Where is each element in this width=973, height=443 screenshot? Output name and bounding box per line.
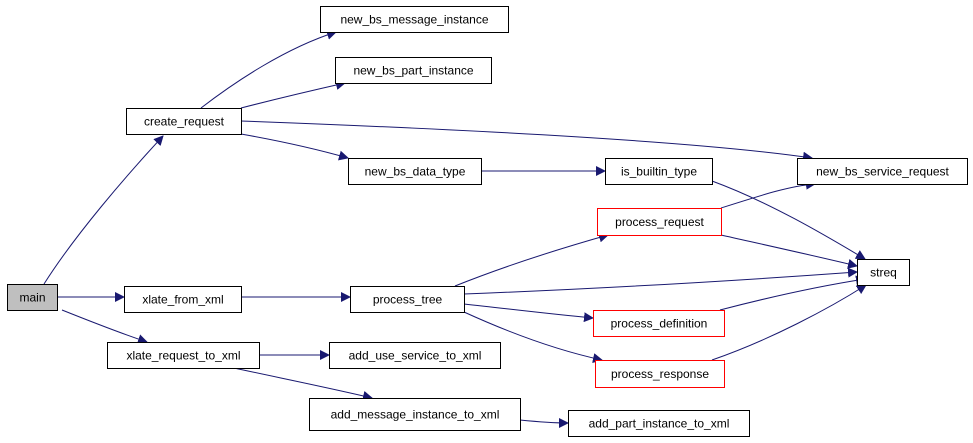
node-label: process_tree xyxy=(373,293,443,307)
node-streq[interactable]: streq xyxy=(857,259,910,286)
node-label: new_bs_service_request xyxy=(816,165,949,179)
edge-process-tree-to-process-definition xyxy=(463,303,594,323)
node-label: xlate_from_xml xyxy=(142,293,223,307)
node-box xyxy=(348,158,482,185)
node-box xyxy=(309,398,521,431)
edge-create-request-to-new-bs-service-request xyxy=(240,120,813,162)
node-process-tree[interactable]: process_tree xyxy=(350,286,465,313)
node-label: new_bs_data_type xyxy=(365,165,466,179)
node-add-message-instance-to-xml[interactable]: add_message_instance_to_xml xyxy=(309,398,521,431)
nodes-layer: main create_request xlate_from_xml xlate_re… xyxy=(7,6,968,437)
edge-process-request-to-new-bs-service-request xyxy=(720,179,816,209)
node-box xyxy=(797,158,968,185)
node-box xyxy=(107,342,260,369)
node-label: new_bs_part_instance xyxy=(353,64,473,78)
node-label: process_definition xyxy=(611,317,708,331)
node-box xyxy=(595,360,725,388)
node-xlate-from-xml[interactable]: xlate_from_xml xyxy=(124,286,242,313)
node-label: is_builtin_type xyxy=(621,165,697,179)
node-new-bs-data-type[interactable]: new_bs_data_type xyxy=(348,158,482,185)
node-box xyxy=(605,158,713,185)
edge-add-message-instance-to-xml-to-add-part-instance-to-xml xyxy=(519,417,569,428)
node-create-request[interactable]: create_request xyxy=(126,108,242,135)
node-label: streq xyxy=(870,266,897,280)
edge-process-tree-to-streq xyxy=(463,267,858,295)
node-process-response[interactable]: process_response xyxy=(595,360,725,388)
node-box xyxy=(126,108,242,135)
edge-is-builtin-type-to-streq xyxy=(711,180,866,260)
node-label: add_message_instance_to_xml xyxy=(331,408,500,422)
edge-process-request-to-streq xyxy=(720,234,858,269)
node-label: add_use_service_to_xml xyxy=(349,349,482,363)
node-label: process_request xyxy=(615,215,704,229)
edge-xlate-request-to-xml-to-add-message-instance-to-xml xyxy=(233,367,373,401)
edge-create-request-to-new-bs-part-instance xyxy=(240,80,346,109)
edge-main-to-xlate-request-to-xml xyxy=(61,309,148,344)
node-label: process_response xyxy=(611,367,709,381)
node-label: create_request xyxy=(144,115,225,129)
node-add-use-service-to-xml[interactable]: add_use_service_to_xml xyxy=(329,342,501,369)
edge-create-request-to-new-bs-message-instance xyxy=(200,29,337,109)
node-box xyxy=(335,57,492,84)
edge-process-definition-to-streq xyxy=(719,275,866,311)
node-box xyxy=(568,410,750,437)
node-box xyxy=(593,310,725,337)
edge-process-tree-to-process-response xyxy=(463,311,603,363)
edge-main-to-create-request xyxy=(43,135,164,285)
node-is-builtin-type[interactable]: is_builtin_type xyxy=(605,158,713,185)
node-box xyxy=(124,286,242,313)
edges-layer xyxy=(43,29,867,428)
node-label: xlate_request_to_xml xyxy=(126,349,240,363)
node-box xyxy=(857,259,910,286)
node-box xyxy=(329,342,501,369)
node-box xyxy=(597,208,722,236)
node-process-definition[interactable]: process_definition xyxy=(593,310,725,337)
edge-create-request-to-new-bs-data-type xyxy=(240,133,349,161)
edge-process-response-to-streq xyxy=(711,284,867,361)
node-box xyxy=(350,286,465,313)
node-label: add_part_instance_to_xml xyxy=(589,417,730,431)
node-box xyxy=(7,284,58,311)
node-box xyxy=(320,6,509,33)
node-new-bs-message-instance[interactable]: new_bs_message_instance xyxy=(320,6,509,33)
node-add-part-instance-to-xml[interactable]: add_part_instance_to_xml xyxy=(568,410,750,437)
node-label: main xyxy=(19,291,45,305)
node-process-request[interactable]: process_request xyxy=(597,208,722,236)
node-new-bs-service-request[interactable]: new_bs_service_request xyxy=(797,158,968,185)
edge-process-tree-to-process-request xyxy=(454,232,609,287)
node-main[interactable]: main xyxy=(7,284,58,311)
node-xlate-request-to-xml[interactable]: xlate_request_to_xml xyxy=(107,342,260,369)
node-label: new_bs_message_instance xyxy=(340,13,488,27)
node-new-bs-part-instance[interactable]: new_bs_part_instance xyxy=(335,57,492,84)
